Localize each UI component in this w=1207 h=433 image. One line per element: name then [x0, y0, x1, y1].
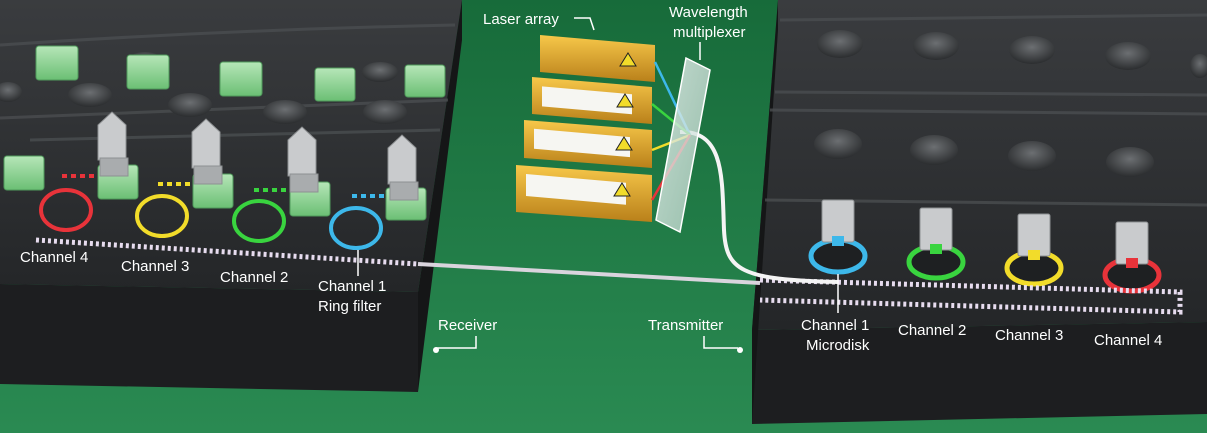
tx-channel-1-label: Channel 1 [801, 317, 869, 334]
transmitter-emitter-blocks [821, 199, 1149, 265]
receiver-ring-filters [39, 188, 383, 250]
transmitter-emitter-dots [832, 236, 1138, 268]
rx-channel-2-label: Channel 2 [220, 269, 288, 286]
laser-bar-3 [524, 120, 652, 168]
transmitter-label: Transmitter [648, 317, 723, 334]
laser-array [516, 35, 655, 222]
labels: Laser array Wavelength multiplexer Recei… [20, 4, 1162, 354]
wavelength-multiplexer-label-line1: Wavelength [669, 4, 748, 21]
receiver-detectors [97, 111, 419, 201]
transmitter-bracket [703, 336, 738, 349]
rx-channel-3-label: Channel 3 [121, 258, 189, 275]
laser-array-label: Laser array [483, 11, 559, 28]
rx-channel-4-label: Channel 4 [20, 249, 88, 266]
ring-filter-channel-3 [135, 194, 189, 238]
ring-filter-channel-4 [39, 188, 93, 232]
ring-filter-channel-1 [329, 206, 383, 250]
fiber-to-multiplexer [679, 129, 839, 284]
transmitter-chip [752, 0, 1207, 424]
transmitter-wells [814, 30, 1207, 177]
receiver-wells [0, 52, 407, 124]
laser-bar-2 [532, 77, 652, 124]
transmitter-bus-waveguide [759, 277, 1183, 315]
microdisk-label: Microdisk [806, 337, 870, 354]
rx-channel-1-label: Channel 1 [318, 278, 386, 295]
wavelength-multiplexer-label-line2: multiplexer [673, 24, 746, 41]
tx-channel-2-label: Channel 2 [898, 322, 966, 339]
receiver-bracket [436, 336, 477, 349]
laser-bar-4 [516, 165, 652, 222]
ring-filter-channel-2 [232, 199, 286, 243]
wavelength-multiplexer [655, 56, 711, 234]
receiver-bus-waveguide [35, 237, 419, 267]
tx-channel-3-label: Channel 3 [995, 327, 1063, 344]
tx-channel-4-label: Channel 4 [1094, 332, 1162, 349]
fiber-link [417, 262, 761, 285]
receiver-label: Receiver [438, 317, 497, 334]
receiver-drop-links [62, 174, 386, 198]
ring-filter-label: Ring filter [318, 298, 381, 315]
receiver-chip [0, 0, 462, 392]
laser-array-pointer [574, 17, 595, 31]
